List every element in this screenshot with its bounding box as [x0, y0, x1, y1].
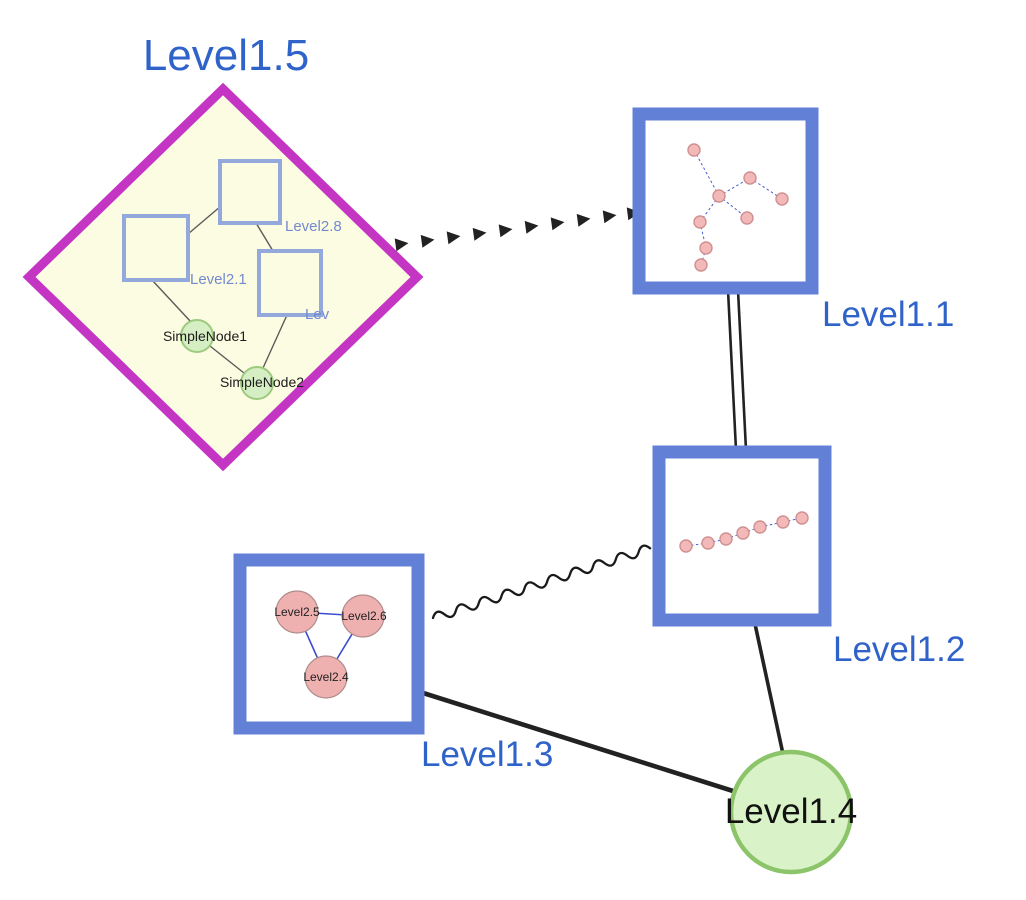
- graph-edge: [693, 149, 720, 197]
- node-level2-8-square[interactable]: [218, 159, 282, 225]
- label-level1-3: Level1.3: [421, 735, 554, 774]
- graph-node[interactable]: [701, 536, 715, 550]
- label-level1-4: Level1.4: [724, 792, 858, 831]
- graph-edge: [151, 279, 192, 323]
- graph-edge: [262, 314, 288, 369]
- label-simplenode1: SimpleNode1: [162, 328, 248, 344]
- label-level1-1: Level1.1: [822, 295, 955, 334]
- graph-node[interactable]: [775, 192, 789, 206]
- node-level2-5-circle[interactable]: [275, 590, 319, 634]
- edge-level11-level12-double-line[interactable]: [726, 289, 748, 451]
- edge-level12-level14[interactable]: [753, 623, 785, 755]
- label-level1-2: Level1.2: [833, 630, 966, 669]
- graph-node[interactable]: [712, 189, 726, 203]
- edge-level13-level12-wavy[interactable]: [431, 544, 652, 622]
- node-level1-5-diamond[interactable]: [22, 82, 424, 472]
- level1-2-inner-graph: [679, 511, 809, 553]
- graph-node[interactable]: [753, 520, 767, 534]
- graph-node[interactable]: [694, 258, 708, 272]
- node-level1-3[interactable]: [233, 553, 425, 735]
- edge-line: [726, 289, 738, 451]
- node-simplenode1-circle[interactable]: [180, 319, 214, 353]
- node-level1-4[interactable]: [728, 749, 854, 875]
- node-level2-4-circle[interactable]: [304, 655, 348, 699]
- graph-edge: [187, 205, 222, 235]
- label-level2-8: Level2.8: [285, 218, 342, 235]
- graph-node[interactable]: [687, 143, 701, 157]
- graph-edge: [759, 521, 784, 528]
- label-level2-5: Level2.5: [274, 605, 320, 619]
- graph-edge: [209, 345, 245, 374]
- graph-node[interactable]: [693, 215, 707, 229]
- label-simplenode2: SimpleNode2: [219, 374, 305, 390]
- label-level2-6: Level2.6: [341, 609, 387, 623]
- label-level1-5: Level1.5: [142, 31, 310, 80]
- edge-line: [736, 289, 748, 451]
- edge-level15-level11-dashed-arrow[interactable]: [394, 207, 641, 252]
- graph-node[interactable]: [795, 511, 809, 525]
- edge-line: [431, 544, 652, 620]
- node-level2-6-circle[interactable]: [341, 594, 385, 638]
- label-level2-4: Level2.4: [303, 670, 349, 684]
- label-lev: Lev: [305, 306, 330, 323]
- node-level2-1-square[interactable]: [122, 214, 190, 282]
- graph-node[interactable]: [736, 526, 750, 540]
- graph-node[interactable]: [679, 539, 693, 553]
- node-simplenode2-circle[interactable]: [240, 366, 274, 400]
- graph-node[interactable]: [740, 211, 754, 225]
- level1-1-inner-graph: [687, 143, 789, 272]
- graph-edge: [255, 222, 274, 252]
- edge-level13-level14[interactable]: [419, 689, 734, 794]
- graph-node[interactable]: [699, 241, 713, 255]
- label-level2-1: Level2.1: [190, 271, 247, 288]
- graph-node[interactable]: [719, 532, 733, 546]
- level1-3-inner-graph: [275, 590, 385, 699]
- graph-edge: [685, 542, 709, 547]
- node-lev-square[interactable]: [257, 249, 323, 317]
- graph-node[interactable]: [776, 515, 790, 529]
- graph-node[interactable]: [743, 171, 757, 185]
